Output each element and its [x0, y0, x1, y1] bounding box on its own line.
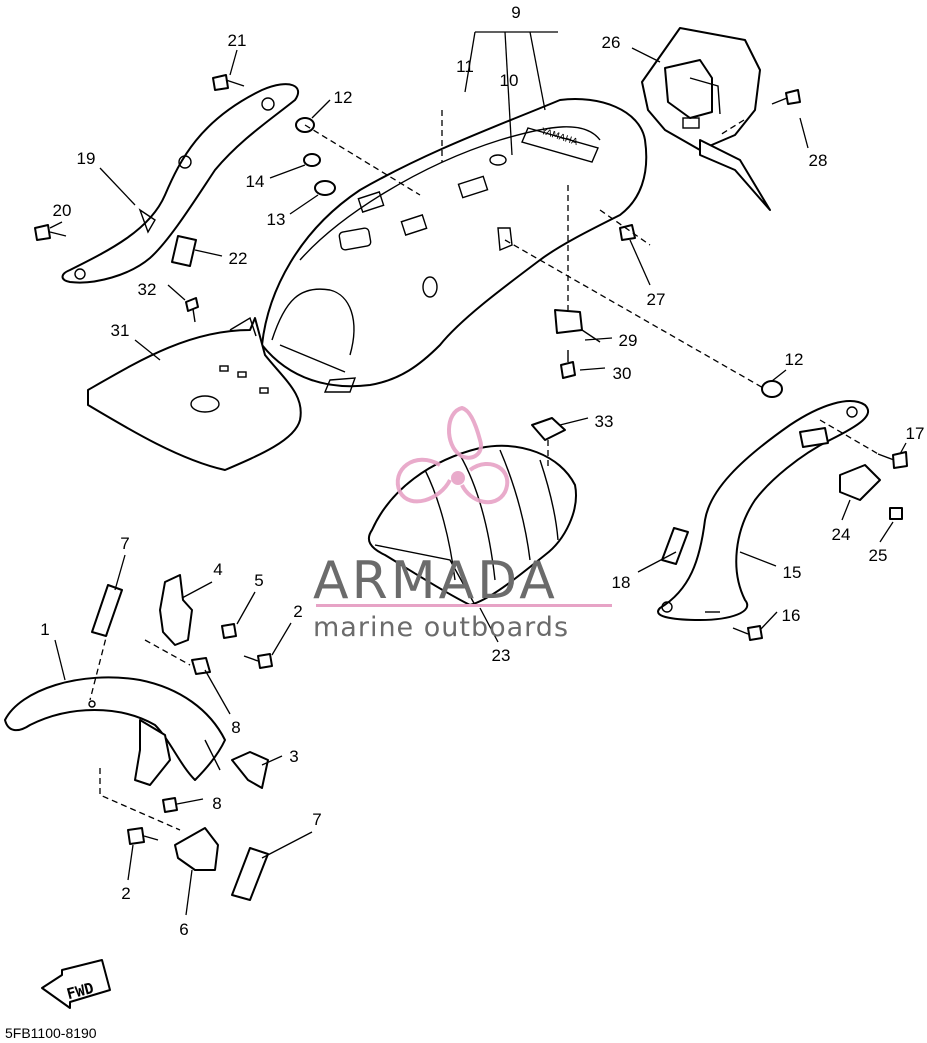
callout-c32: 32 — [138, 280, 157, 299]
callout-c19: 19 — [77, 149, 96, 168]
callout-c7b: 7 — [312, 810, 321, 829]
right-rear-stay — [657, 400, 870, 621]
watermark-underline — [316, 604, 612, 607]
callout-c6: 6 — [179, 920, 188, 939]
callout-c21: 21 — [228, 31, 247, 50]
callout-c18: 18 — [612, 573, 631, 592]
callout-c26: 26 — [602, 33, 621, 52]
callout-c8a: 8 — [231, 718, 240, 737]
callout-c1: 1 — [40, 620, 49, 639]
callout-c12b: 12 — [785, 350, 804, 369]
callout-c20: 20 — [53, 201, 72, 220]
callout-c13: 13 — [267, 210, 286, 229]
callout-c24: 24 — [832, 525, 851, 544]
tail-light-assembly — [641, 27, 771, 211]
fwd-arrow: FWD — [41, 959, 111, 1009]
callout-c4: 4 — [213, 560, 222, 579]
callout-c25: 25 — [869, 546, 888, 565]
callout-c17: 17 — [906, 424, 925, 443]
rear-fender: YAMAHA — [261, 98, 648, 393]
watermark: ARMADA marine outboards — [313, 405, 612, 643]
watermark-title: ARMADA — [313, 551, 558, 611]
assembly-lines — [89, 110, 881, 831]
callout-c15: 15 — [783, 563, 802, 582]
watermark-subtitle: marine outboards — [313, 612, 569, 643]
callout-c33: 33 — [595, 412, 614, 431]
callout-c31: 31 — [111, 321, 130, 340]
front-fender-brackets — [134, 574, 219, 871]
callout-c16: 16 — [782, 606, 801, 625]
front-fender — [4, 676, 226, 781]
callout-c3: 3 — [289, 747, 298, 766]
callout-c2a: 2 — [293, 602, 302, 621]
reflectors — [91, 235, 689, 901]
callout-c2b: 2 — [121, 884, 130, 903]
callout-c12a: 12 — [334, 88, 353, 107]
left-rear-stay — [61, 83, 300, 284]
callout-c29: 29 — [619, 331, 638, 350]
callout-c22: 22 — [229, 249, 248, 268]
leader-lines — [49, 31, 907, 916]
callout-labels: 9111026211228191413202227323129123033172… — [40, 3, 924, 939]
diagram-code: 5FB1100-8190 — [5, 1025, 97, 1041]
callout-c14: 14 — [246, 172, 265, 191]
callout-c11: 11 — [456, 57, 474, 76]
callout-c8b: 8 — [212, 794, 221, 813]
callout-c28: 28 — [809, 151, 828, 170]
callout-c9: 9 — [511, 3, 520, 22]
callout-c10: 10 — [500, 71, 519, 90]
callout-c5: 5 — [254, 571, 263, 590]
watermark-logo-icon — [395, 405, 510, 505]
license-plate-bracket — [87, 316, 302, 471]
callout-c30: 30 — [613, 364, 632, 383]
callout-c27: 27 — [647, 290, 666, 309]
callout-c7a: 7 — [120, 534, 129, 553]
fasteners — [34, 74, 908, 845]
callout-c23: 23 — [492, 646, 511, 665]
